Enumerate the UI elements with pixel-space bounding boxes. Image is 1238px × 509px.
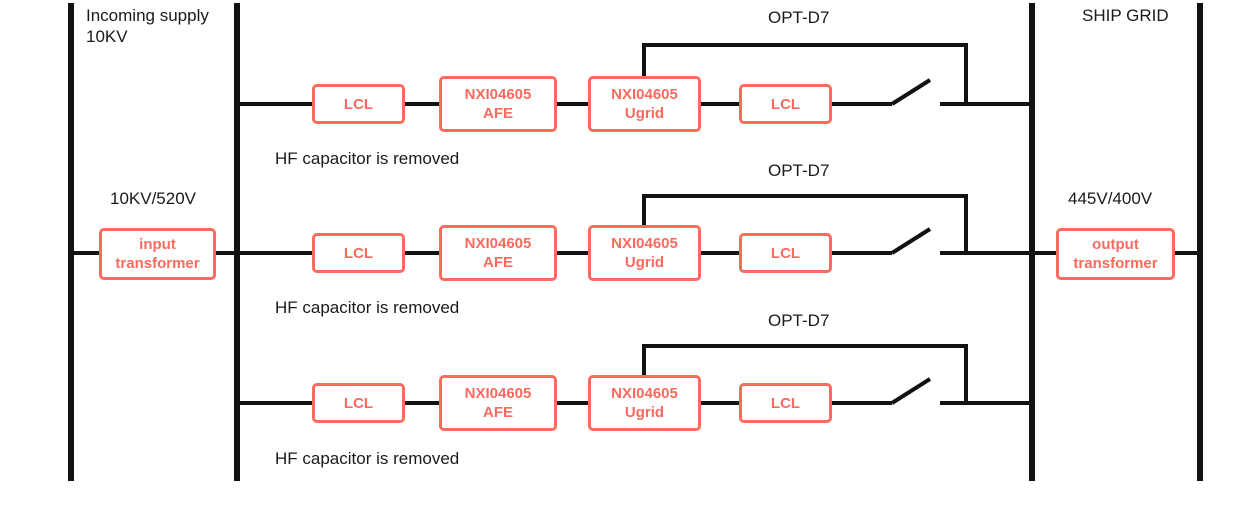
ship-grid-label: SHIP GRID bbox=[1082, 6, 1169, 25]
opt-d7-label-branch-1: OPT-D7 bbox=[768, 8, 830, 27]
switch-b2-open-contact[interactable] bbox=[890, 227, 932, 255]
incoming-supply-label-line1: Incoming supply bbox=[86, 6, 209, 25]
branch-3-ugrid-block[interactable]: NXI04605 Ugrid bbox=[588, 375, 701, 431]
branch-2-lcl-output-block[interactable]: LCL bbox=[739, 233, 832, 273]
branch-2-lcl-input-label: LCL bbox=[343, 244, 374, 262]
branch-3-afe-line1: NXI04605 bbox=[464, 385, 532, 402]
branch-1-lcl-output-block[interactable]: LCL bbox=[739, 84, 832, 124]
input-transformer-block[interactable]: input transformer bbox=[99, 228, 216, 280]
switch-b1-open-contact[interactable] bbox=[890, 78, 932, 106]
branch-2-ugrid-block[interactable]: NXI04605 Ugrid bbox=[588, 225, 701, 281]
opt-d7-label-branch-3: OPT-D7 bbox=[768, 311, 830, 330]
branch-3-afe-line2: AFE bbox=[483, 404, 513, 421]
input-transformer-line2: transformer bbox=[115, 255, 200, 272]
branch-2-afe-block[interactable]: NXI04605 AFE bbox=[439, 225, 557, 281]
branch-1-lcl-input-label: LCL bbox=[343, 95, 374, 113]
branch-2-ugrid-line1: NXI04605 bbox=[611, 235, 678, 252]
output-transformer-line2: transformer bbox=[1073, 255, 1158, 272]
opt-link-b1 bbox=[642, 43, 968, 104]
branch-3-lcl-input-label: LCL bbox=[343, 394, 374, 412]
branch-3-lcl-output-block[interactable]: LCL bbox=[739, 383, 832, 423]
hf-note-branch-3: HF capacitor is removed bbox=[275, 449, 460, 468]
branch-1-afe-line1: NXI04605 bbox=[464, 86, 532, 103]
branch-2-ugrid-line2: Ugrid bbox=[624, 254, 665, 271]
branch-1-ugrid-line2: Ugrid bbox=[624, 105, 665, 122]
branch-1-lcl-output-label: LCL bbox=[770, 95, 801, 113]
branch-2-afe-line1: NXI04605 bbox=[464, 235, 532, 252]
switch-b3-open-contact[interactable] bbox=[890, 377, 932, 405]
opt-link-b3 bbox=[642, 344, 968, 403]
branch-3-lcl-output-label: LCL bbox=[770, 394, 801, 412]
hf-note-branch-2: HF capacitor is removed bbox=[275, 298, 460, 317]
branch-1-lcl-input-block[interactable]: LCL bbox=[312, 84, 405, 124]
incoming-supply-label-line2: 10KV bbox=[86, 27, 128, 46]
opt-d7-label-branch-2: OPT-D7 bbox=[768, 161, 830, 180]
branch-3-afe-block[interactable]: NXI04605 AFE bbox=[439, 375, 557, 431]
branch-2-lcl-output-label: LCL bbox=[770, 244, 801, 262]
branch-3-ugrid-line1: NXI04605 bbox=[611, 385, 678, 402]
branch-1-afe-block[interactable]: NXI04605 AFE bbox=[439, 76, 557, 132]
branch-1-afe-line2: AFE bbox=[483, 105, 513, 122]
input-transformer-line1: input bbox=[139, 236, 176, 253]
opt-link-b2 bbox=[642, 194, 968, 253]
branch-3-lcl-input-block[interactable]: LCL bbox=[312, 383, 405, 423]
output-transformer-ratio-label: 445V/400V bbox=[1068, 189, 1153, 208]
branch-2-lcl-input-block[interactable]: LCL bbox=[312, 233, 405, 273]
branch-1-ugrid-block[interactable]: NXI04605 Ugrid bbox=[588, 76, 701, 132]
hf-note-branch-1: HF capacitor is removed bbox=[275, 149, 460, 168]
branch-3-ugrid-line2: Ugrid bbox=[624, 404, 665, 421]
output-transformer-line1: output bbox=[1092, 236, 1139, 253]
branch-2-afe-line2: AFE bbox=[483, 254, 513, 271]
input-transformer-ratio-label: 10KV/520V bbox=[110, 189, 197, 208]
output-transformer-block[interactable]: output transformer bbox=[1056, 228, 1175, 280]
branch-1-ugrid-line1: NXI04605 bbox=[611, 86, 678, 103]
